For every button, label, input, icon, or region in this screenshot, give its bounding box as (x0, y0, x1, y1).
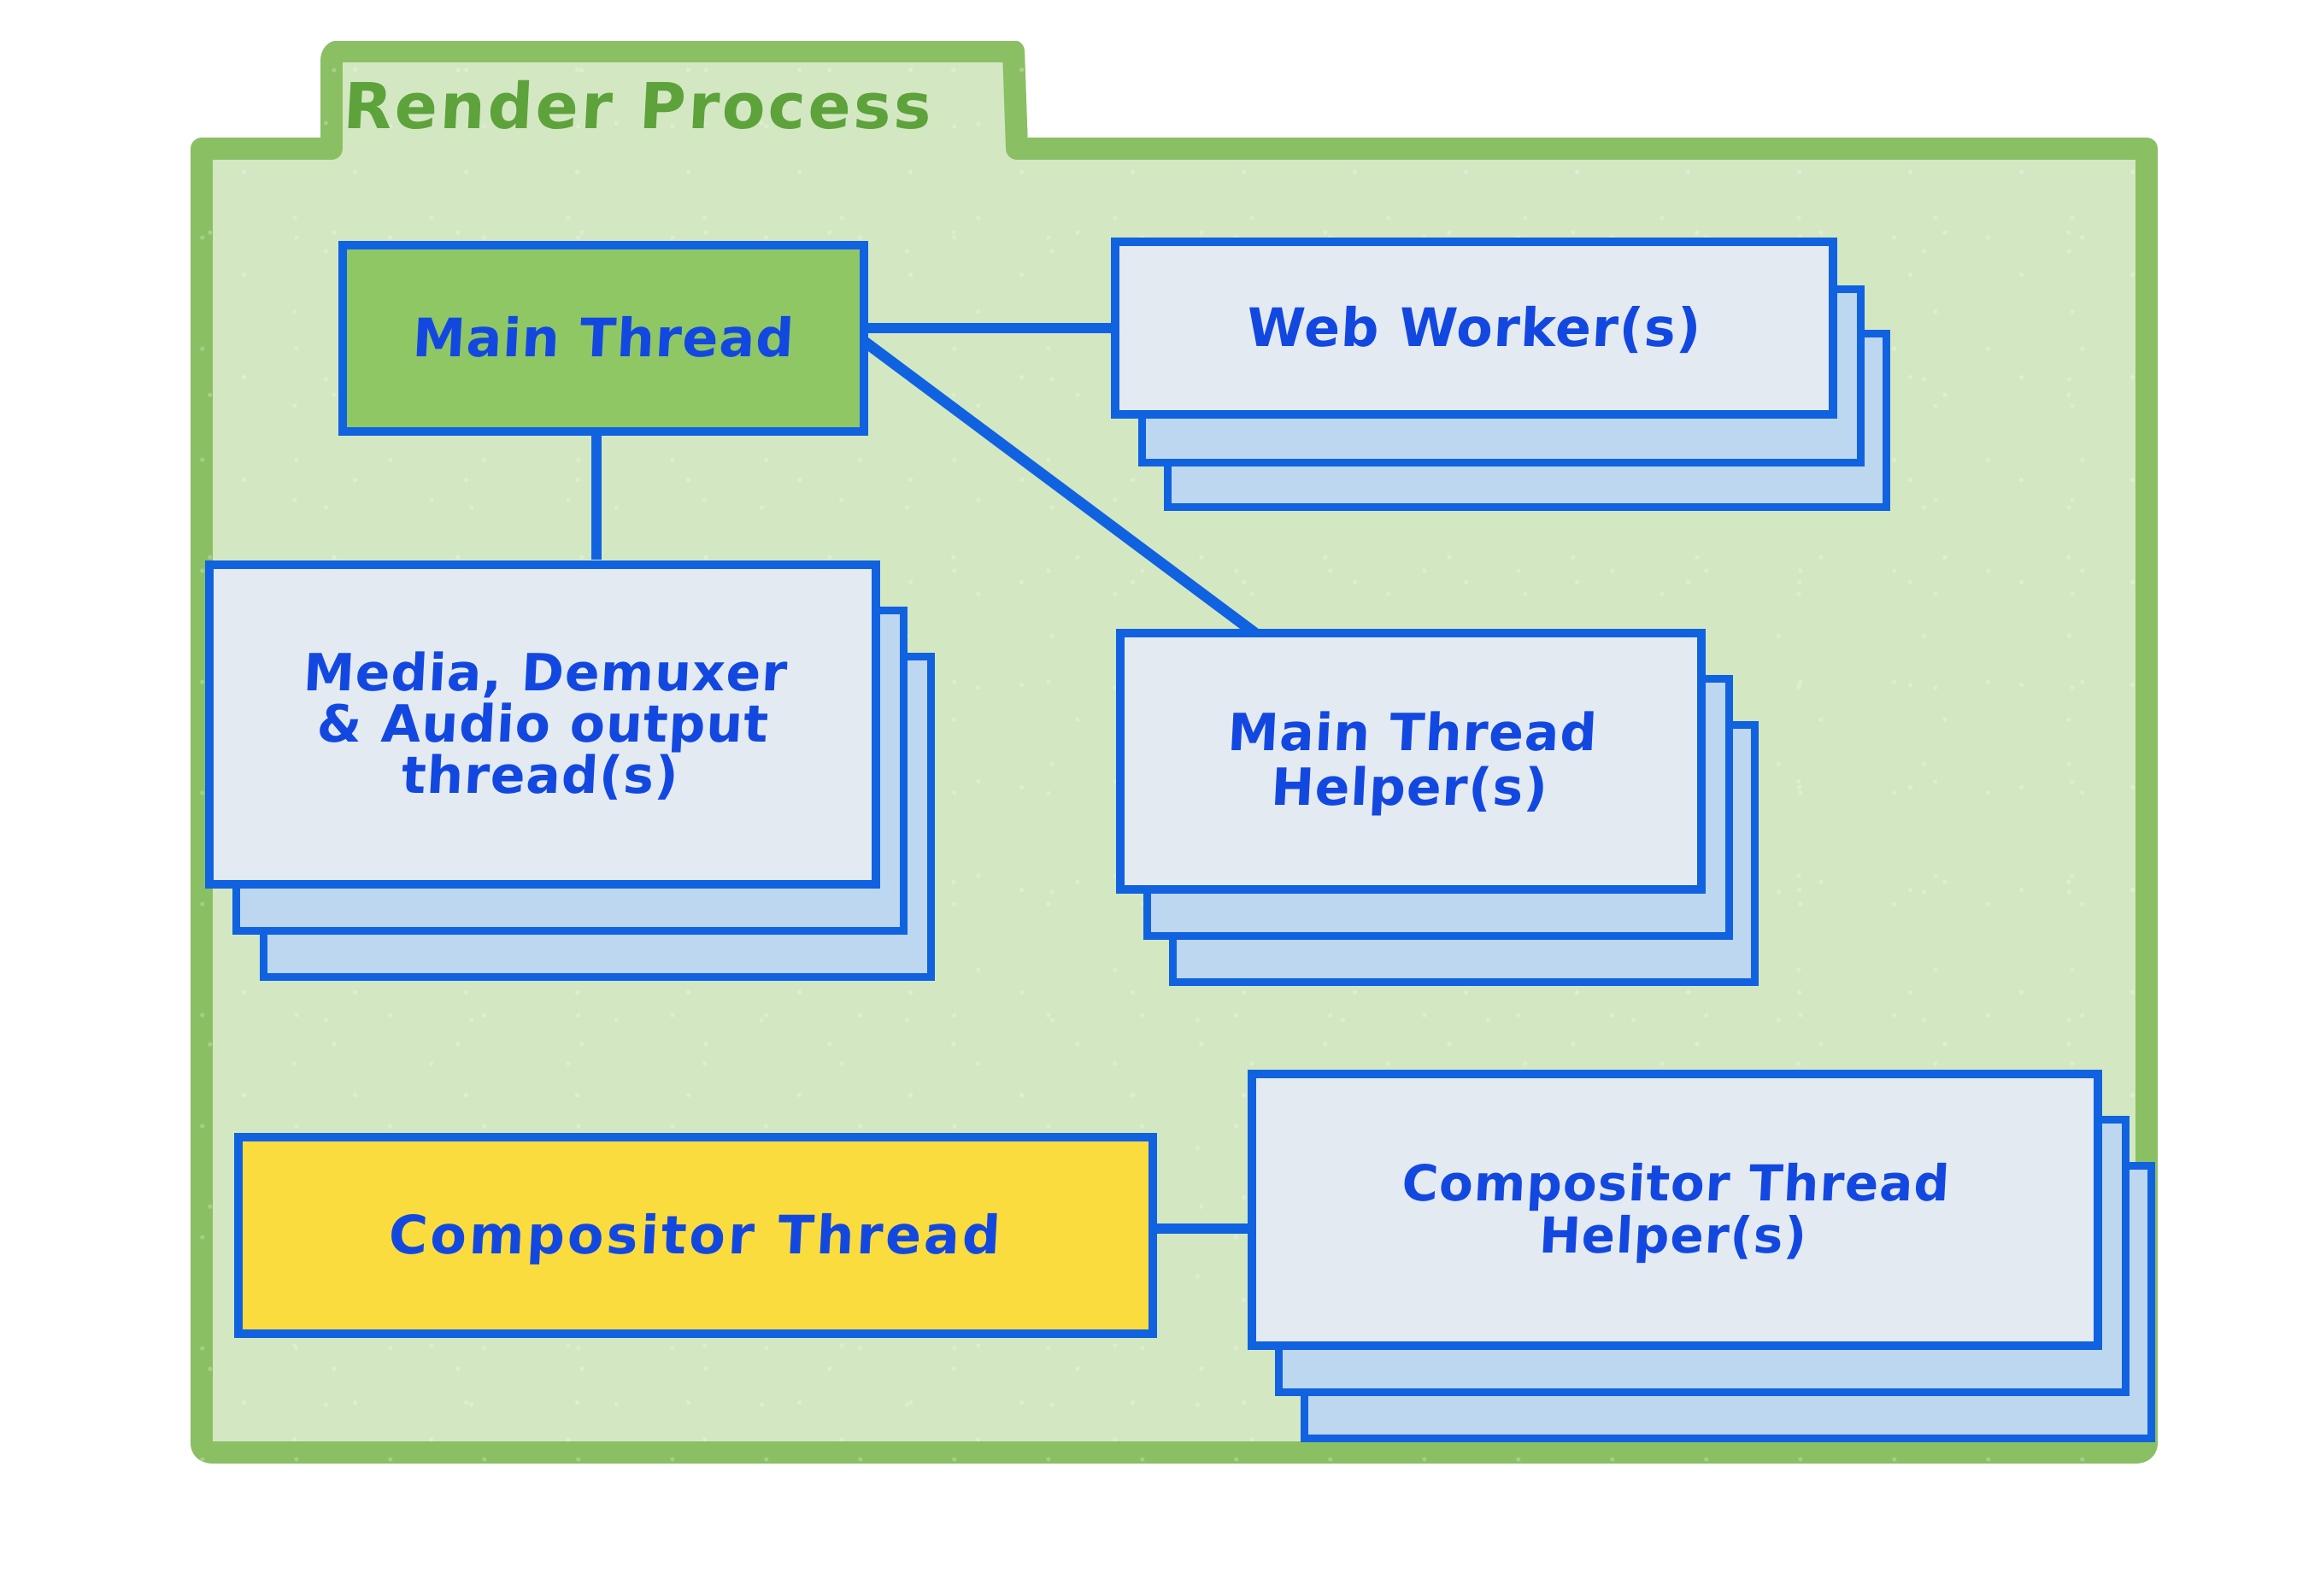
node-main-thread-helper-label: Main Thread Helper(s) (1225, 703, 1599, 818)
node-compositor-thread-label: Compositor Thread (386, 1204, 1005, 1267)
node-main-thread-helper[interactable]: Main Thread Helper(s) (1116, 629, 1759, 986)
node-web-worker-label: Web Worker(s) (1244, 296, 1704, 360)
node-media-demuxer-audio-face: Media, Demuxer & Audio output thread(s) (205, 560, 880, 889)
connector-main-thread-to-media-thread (591, 431, 602, 560)
node-web-worker[interactable]: Web Worker(s) (1111, 238, 1890, 511)
node-main-thread-face: Main Thread (338, 241, 868, 436)
node-compositor-thread[interactable]: Compositor Thread (234, 1133, 1157, 1338)
node-compositor-thread-helper[interactable]: Compositor Thread Helper(s) (1248, 1070, 2155, 1442)
node-compositor-thread-helper-face: Compositor Thread Helper(s) (1248, 1070, 2102, 1350)
node-main-thread[interactable]: Main Thread (338, 241, 868, 436)
node-web-worker-face: Web Worker(s) (1111, 238, 1837, 419)
node-compositor-thread-face: Compositor Thread (234, 1133, 1157, 1338)
connector-main-thread-to-web-worker (863, 323, 1128, 333)
node-main-thread-helper-face: Main Thread Helper(s) (1116, 629, 1706, 894)
node-media-demuxer-audio[interactable]: Media, Demuxer & Audio output thread(s) (205, 560, 935, 981)
connector-compositor-thread-to-helper (1152, 1223, 1253, 1234)
node-compositor-thread-helper-label: Compositor Thread Helper(s) (1401, 1153, 1953, 1264)
node-main-thread-label: Main Thread (410, 307, 796, 370)
node-media-demuxer-audio-label: Media, Demuxer & Audio output thread(s) (301, 643, 790, 806)
